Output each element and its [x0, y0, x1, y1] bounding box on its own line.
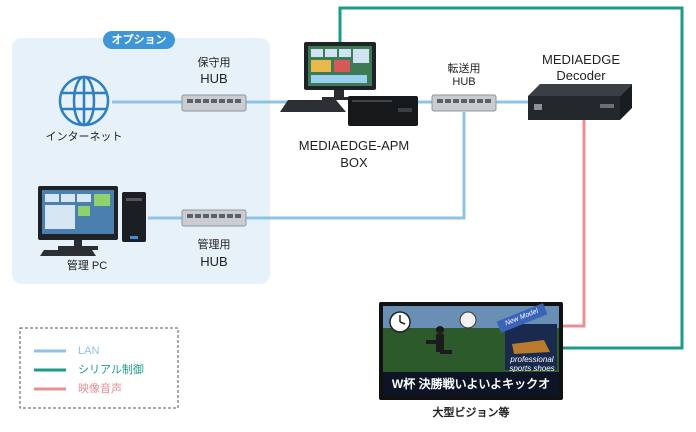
legend-box — [19, 327, 179, 409]
admin-hub-label-line1: 管理用 — [197, 239, 231, 251]
hub-icon-backup — [181, 94, 247, 112]
admin-pc-label: 管理 PC — [66, 260, 108, 272]
apm-box-icon — [280, 42, 418, 126]
transfer-hub-label-line1: 転送用 — [447, 63, 481, 75]
hub-icon-admin — [181, 209, 247, 227]
admin-pc-icon — [38, 186, 146, 256]
lan-line-admin — [246, 112, 466, 220]
decoder-icon — [528, 84, 632, 120]
ad-text-line1: professional — [510, 355, 554, 364]
legend-label-lan: LAN — [78, 345, 100, 357]
serial-control-line — [338, 6, 684, 350]
legend-label-video-audio: 映像音声 — [78, 383, 122, 395]
option-badge: オプション — [103, 31, 175, 49]
large-display-label: 大型ビジョン等 — [432, 407, 510, 419]
apm-box-label-line2: BOX — [340, 155, 368, 170]
ad-text-line2: sports shoes — [509, 364, 555, 373]
admin-hub-label-line2: HUB — [200, 254, 228, 269]
legend-label-serial: シリアル制御 — [78, 364, 144, 376]
backup-hub-label-line1: 保守用 — [197, 57, 231, 69]
decoder-label-line1: MEDIAEDGE — [541, 52, 620, 67]
backup-hub-label-line2: HUB — [200, 71, 228, 86]
video-audio-line — [558, 120, 586, 328]
display-caption: W杯 決勝戦いよいよキックオ — [383, 372, 559, 396]
transfer-hub-label-line2: HUB — [452, 76, 476, 88]
hub-icon-transfer — [431, 94, 497, 112]
internet-label: インターネット — [45, 131, 123, 143]
globe-icon — [58, 75, 110, 127]
decoder-label-line2: Decoder — [556, 68, 606, 83]
apm-box-label-line1: MEDIAEDGE-APM — [298, 138, 410, 153]
